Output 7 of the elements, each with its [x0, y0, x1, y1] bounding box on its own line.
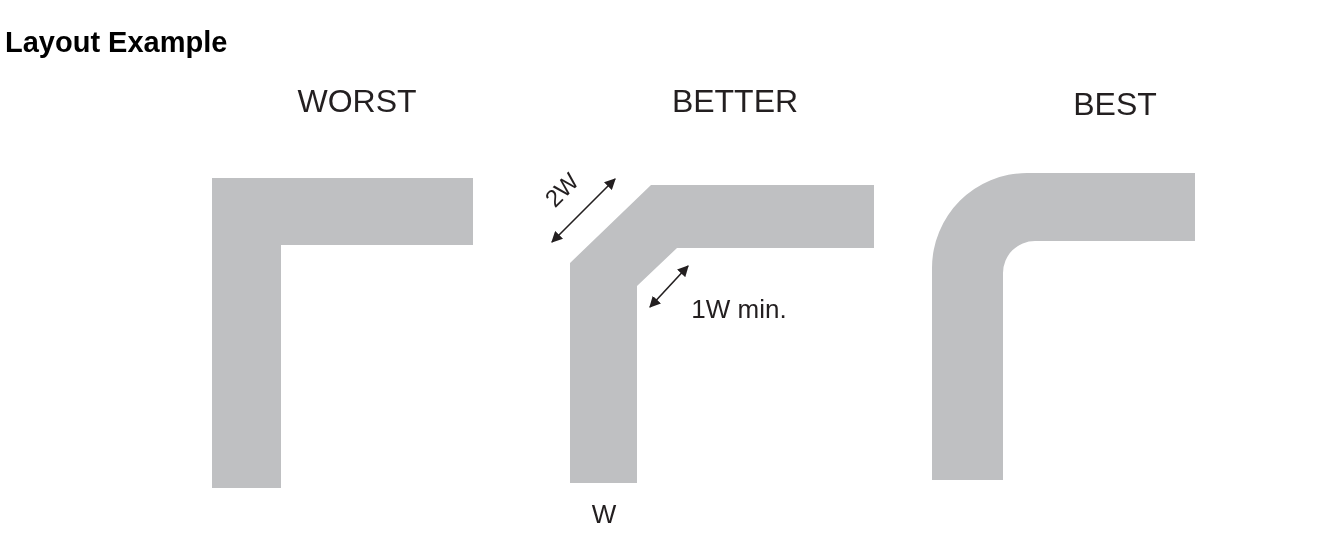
column-heading: BETTER: [671, 85, 799, 117]
title: Layout Example: [5, 28, 228, 57]
column-heading: BEST: [1073, 88, 1157, 120]
dimension-label: W: [591, 501, 617, 527]
column-heading: WORST: [297, 85, 417, 117]
dimension-label: 2W: [540, 168, 584, 212]
dimension-label: 1W min.: [691, 296, 787, 322]
